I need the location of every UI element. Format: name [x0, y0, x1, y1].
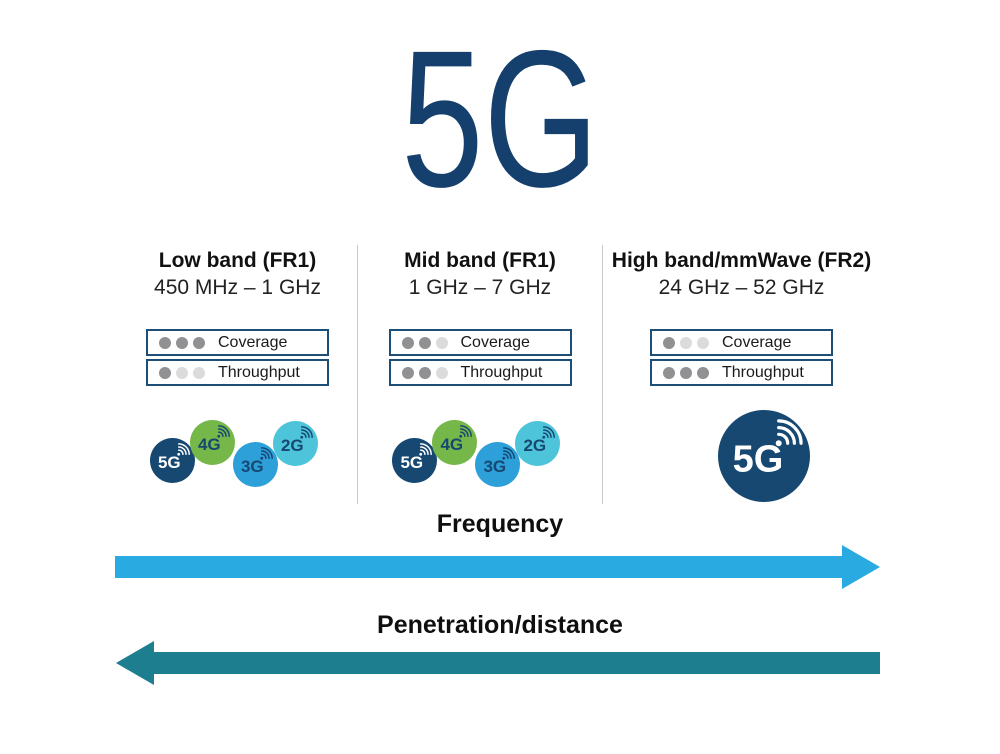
5g-badge: 5G — [392, 438, 437, 483]
band-meters: Coverage Throughput — [650, 329, 833, 389]
band-range: 1 GHz – 7 GHz — [408, 276, 552, 299]
coverage-dots — [401, 336, 448, 349]
filled-dot — [176, 336, 188, 349]
4g-badge: 4G — [432, 420, 477, 465]
penetration-arrow-icon — [116, 641, 880, 685]
penetration-arrow-shape — [116, 641, 880, 685]
gen-label: 2G — [280, 435, 304, 455]
frequency-axis-label: Frequency — [436, 510, 564, 538]
gen-label: 5G — [732, 438, 784, 481]
filled-dot — [663, 336, 675, 349]
gen-label: 4G — [197, 434, 221, 454]
empty-dot — [680, 336, 692, 349]
2g-badge: 2G — [515, 421, 560, 466]
throughput-label: Throughput — [460, 363, 543, 381]
throughput-meter: Throughput — [388, 359, 572, 386]
signal-waves-icon — [216, 425, 230, 438]
coverage-label: Coverage — [218, 333, 288, 351]
filled-dot — [697, 366, 709, 379]
5g-badge: 5G — [149, 438, 195, 483]
signal-waves-icon — [542, 426, 555, 439]
band-name: Low band (FR1) — [158, 249, 317, 272]
frequency-arrow-icon — [115, 545, 880, 589]
empty-dot — [435, 336, 448, 349]
signal-waves-icon — [459, 425, 472, 438]
throughput-meter: Throughput — [146, 359, 329, 386]
coverage-meter: Coverage — [146, 329, 329, 356]
throughput-label: Throughput — [218, 363, 300, 381]
coverage-label: Coverage — [722, 333, 792, 351]
band-column-high: High band/mmWave (FR2) 24 GHz – 52 GHz C… — [603, 245, 1000, 504]
filled-dot — [680, 366, 692, 379]
signal-waves-icon — [299, 426, 313, 439]
generation-cluster: 5G 4G 3G 2G — [148, 412, 328, 504]
filled-dot — [193, 336, 205, 349]
throughput-dots — [663, 366, 709, 379]
signal-waves-icon — [775, 419, 803, 447]
signal-waves-icon — [176, 443, 190, 456]
filled-dot — [663, 366, 675, 379]
filled-dot — [159, 366, 171, 379]
5g-badge: 5G — [717, 410, 810, 502]
page-title: 5G — [401, 10, 599, 228]
filled-dot — [401, 366, 414, 379]
throughput-meter: Throughput — [650, 359, 833, 386]
gen-label: 4G — [440, 434, 464, 454]
gen-label: 5G — [157, 452, 181, 472]
gen-label: 3G — [483, 456, 507, 476]
4g-badge: 4G — [189, 420, 235, 465]
penetration-axis-label: Penetration/distance — [377, 611, 623, 639]
gen-label: 5G — [400, 452, 424, 472]
band-column-mid: Mid band (FR1) 1 GHz – 7 GHz Coverage Th… — [358, 245, 603, 504]
filled-dot — [418, 336, 431, 349]
coverage-label: Coverage — [460, 333, 530, 351]
filled-dot — [159, 336, 171, 349]
band-range: 450 MHz – 1 GHz — [154, 276, 321, 299]
filled-dot — [418, 366, 431, 379]
3g-badge: 3G — [475, 442, 520, 487]
coverage-meter: Coverage — [650, 329, 833, 356]
band-meters: Coverage Throughput — [388, 329, 572, 389]
generation-cluster: 5G 4G 3G 2G — [390, 412, 570, 504]
empty-dot — [193, 366, 205, 379]
3g-badge: 3G — [232, 442, 278, 487]
band-name: High band/mmWave (FR2) — [611, 249, 872, 272]
band-meters: Coverage Throughput — [146, 329, 329, 389]
throughput-label: Throughput — [722, 363, 804, 381]
band-columns: Low band (FR1) 450 MHz – 1 GHz Coverage … — [0, 245, 1000, 504]
band-column-low: Low band (FR1) 450 MHz – 1 GHz Coverage … — [0, 245, 358, 504]
throughput-dots — [159, 366, 205, 379]
filled-dot — [401, 336, 414, 349]
2g-badge: 2G — [272, 421, 318, 466]
coverage-dots — [663, 336, 709, 349]
empty-dot — [176, 366, 188, 379]
signal-waves-icon — [502, 447, 515, 460]
band-name: Mid band (FR1) — [404, 249, 556, 272]
generation-cluster: 5G — [652, 410, 832, 504]
throughput-dots — [401, 366, 448, 379]
coverage-dots — [159, 336, 205, 349]
empty-dot — [435, 366, 448, 379]
gen-label: 3G — [240, 456, 264, 476]
band-range: 24 GHz – 52 GHz — [658, 276, 825, 299]
signal-waves-icon — [419, 443, 432, 456]
empty-dot — [697, 336, 709, 349]
signal-waves-icon — [259, 447, 273, 460]
frequency-arrow-shape — [115, 545, 880, 589]
gen-label: 2G — [523, 435, 547, 455]
coverage-meter: Coverage — [388, 329, 572, 356]
